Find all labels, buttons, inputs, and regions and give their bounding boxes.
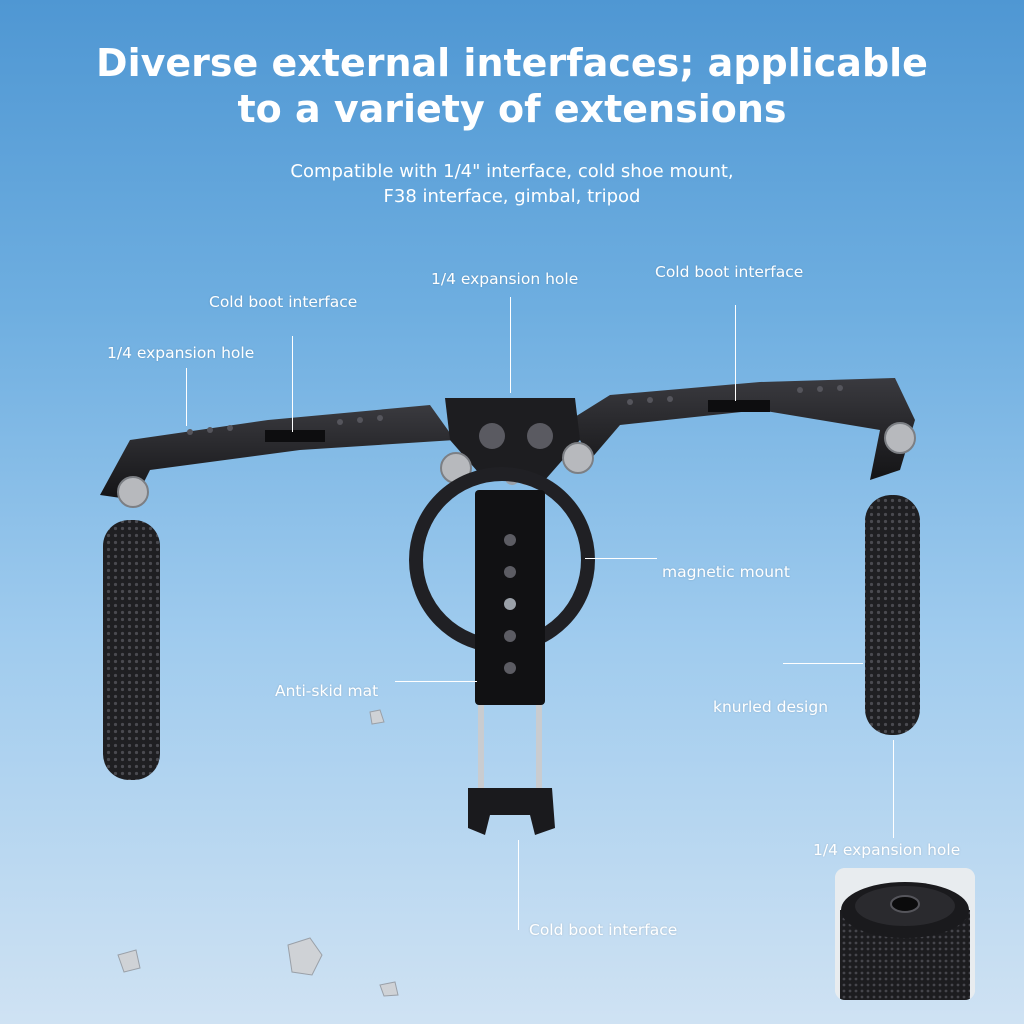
callout-bottom-cold-boot: Cold boot interface xyxy=(529,921,678,939)
subheadline-line-2: F38 interface, gimbal, tripod xyxy=(383,186,641,207)
right-grip xyxy=(865,495,920,735)
left-grip xyxy=(103,520,160,780)
leader-line xyxy=(893,740,894,838)
headline-line-2: to a variety of extensions xyxy=(237,87,787,131)
leader-line xyxy=(186,368,187,426)
callout-left-cold-boot: Cold boot interface xyxy=(209,293,358,311)
callout-top-expansion-hole: 1/4 expansion hole xyxy=(431,270,579,288)
callout-right-cold-boot: Cold boot interface xyxy=(655,263,804,281)
leader-line xyxy=(510,297,511,393)
right-cold-shoe xyxy=(708,400,770,412)
leader-line xyxy=(395,681,477,682)
callout-anti-skid-mat: Anti-skid mat xyxy=(275,682,379,700)
grip-end-closeup xyxy=(835,868,975,1000)
callout-left-expansion-hole: 1/4 expansion hole xyxy=(107,344,255,362)
left-cold-shoe xyxy=(265,430,325,442)
grip-end-detail-inset xyxy=(835,868,975,1000)
leader-line xyxy=(292,336,293,432)
leader-line xyxy=(735,305,736,401)
right-arm xyxy=(570,378,915,480)
leader-line xyxy=(783,663,863,664)
center-block xyxy=(445,398,580,480)
leader-line xyxy=(518,840,519,930)
callout-magnetic-mount: magnetic mount xyxy=(662,563,790,581)
leader-line xyxy=(585,558,657,559)
callout-bottom-expansion-hole: 1/4 expansion hole xyxy=(813,841,961,859)
debris-fragments xyxy=(117,709,399,997)
headline-line-1: Diverse external interfaces; applicable xyxy=(96,41,928,85)
callout-knurled-design: knurled design xyxy=(713,698,829,716)
bottom-clamp xyxy=(468,788,555,835)
subheadline-line-1: Compatible with 1/4" interface, cold sho… xyxy=(290,161,734,182)
left-arm xyxy=(100,405,455,500)
clamp-plate xyxy=(475,490,545,705)
